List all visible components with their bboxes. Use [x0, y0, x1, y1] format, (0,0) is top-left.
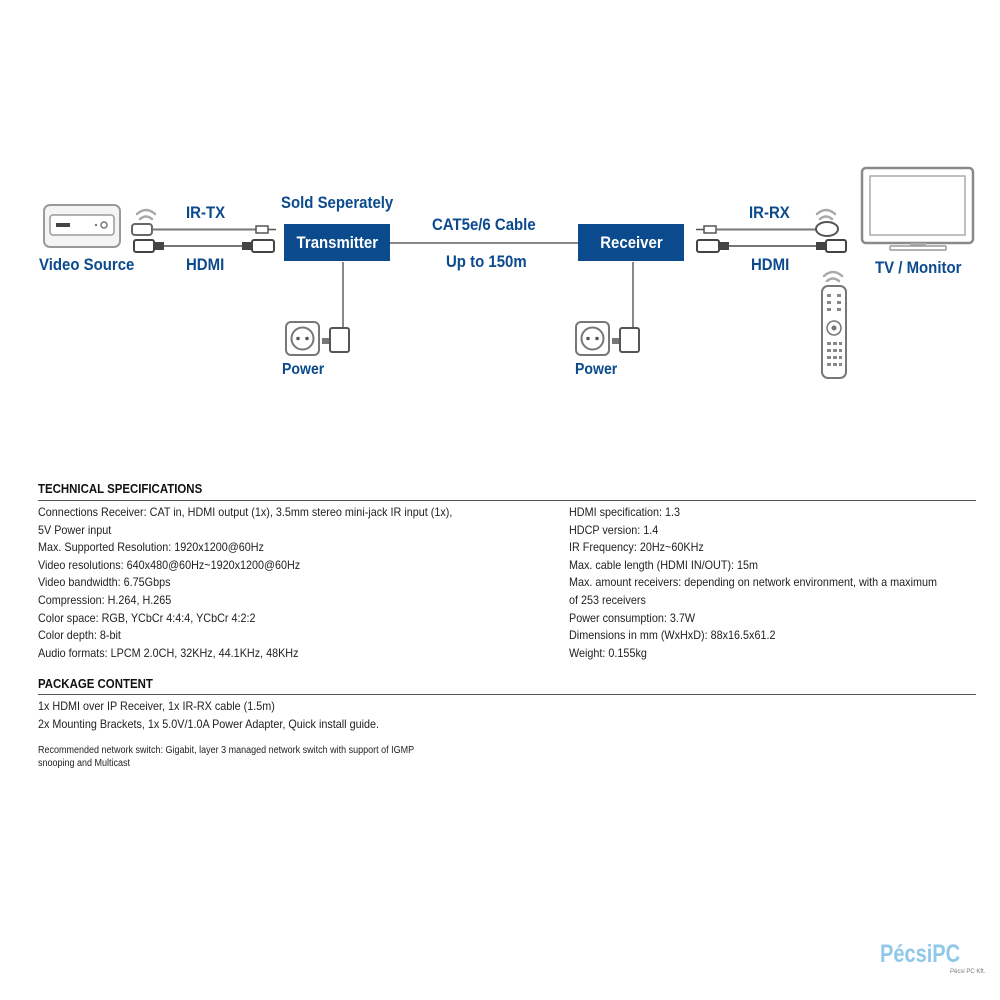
remote-signal-icon [822, 270, 844, 283]
ir-tx-cable-icon [131, 223, 276, 236]
spec-line: Power consumption: 3.7W [569, 610, 696, 625]
spec-line: Max. cable length (HDMI IN/OUT): 15m [569, 557, 759, 572]
spec-line: Color depth: 8-bit [38, 628, 121, 643]
spec-line: Color space: RGB, YCbCr 4:4:4, YCbCr 4:2… [38, 610, 256, 625]
ir-rx-label: IR-RX [749, 203, 790, 222]
receiver-label: Receiver [599, 232, 663, 252]
package-line: 2x Mounting Brackets, 1x 5.0V/1.0A Power… [38, 716, 380, 731]
ir-signal-left-icon [135, 208, 157, 221]
transmitter-label: Transmitter [296, 232, 378, 252]
ir-rx-cable-icon [696, 221, 839, 237]
logo-text: PécsiPC [880, 940, 961, 968]
hdmi-right-label: HDMI [751, 255, 790, 274]
logo-subtext: Pécsi PC Kft. [950, 969, 986, 975]
video-source-device-icon [43, 204, 121, 248]
hdmi-cable-right-icon [696, 239, 847, 253]
spec-line: HDMI specification: 1.3 [569, 505, 681, 519]
note-line: snooping and Multicast [38, 758, 131, 769]
tv-monitor-icon [860, 166, 975, 251]
diagram-graphics [43, 166, 975, 379]
ir-signal-right-icon [815, 208, 837, 221]
remote-control-icon [821, 285, 847, 379]
sold-separately-label: Sold Seperately [281, 193, 394, 212]
spec-line: Audio formats: LPCM 2.0CH, 32KHz, 44.1KH… [38, 645, 299, 660]
video-source-label: Video Source [39, 255, 135, 274]
spec-line: HDCP version: 1.4 [569, 522, 659, 537]
hdmi-left-label: HDMI [186, 255, 225, 274]
cable-label: CAT5e/6 Cable [432, 215, 536, 234]
receiver-box: Receiver [578, 224, 684, 261]
transmitter-box: Transmitter [284, 224, 390, 261]
spec-line: IR Frequency: 20Hz~60KHz [569, 540, 704, 555]
spec-line: Video bandwidth: 6.75Gbps [38, 575, 171, 590]
spec-line: Max. amount receivers: depending on netw… [569, 575, 937, 590]
package-line: 1x HDMI over IP Receiver, 1x IR-RX cable… [38, 699, 275, 713]
power-left-label: Power [282, 361, 325, 378]
pecsipc-logo: PécsiPC Pécsi PC Kft. [880, 940, 985, 976]
network-switch-note: Recommended network switch: Gigabit, lay… [38, 744, 538, 770]
spec-line: Compression: H.264, H.265 [38, 592, 172, 607]
package-divider [38, 694, 976, 695]
spec-line: Connections Receiver: CAT in, HDMI outpu… [38, 505, 453, 519]
spec-line: Max. Supported Resolution: 1920x1200@60H… [38, 540, 264, 555]
technical-divider [38, 500, 976, 501]
spec-list-left: Connections Receiver: CAT in, HDMI outpu… [38, 504, 538, 662]
package-list: 1x HDMI over IP Receiver, 1x IR-RX cable… [38, 698, 538, 733]
package-content-heading: PACKAGE CONTENT [38, 676, 153, 691]
distance-label: Up to 150m [446, 252, 527, 271]
spec-line: Video resolutions: 640x480@60Hz~1920x120… [38, 557, 301, 572]
hdmi-cable-left-icon [133, 239, 275, 253]
connection-diagram: Video Source IR-TX HDMI Sold Seperately … [0, 0, 1000, 470]
receiver-power-icon [575, 262, 640, 356]
spec-line: 5V Power input [38, 522, 112, 537]
spec-line: Dimensions in mm (WxHxD): 88x16.5x61.2 [569, 628, 776, 643]
tv-monitor-label: TV / Monitor [875, 258, 962, 277]
spec-line: of 253 receivers [569, 592, 646, 607]
power-right-label: Power [575, 361, 618, 378]
spec-line: Weight: 0.155kg [569, 645, 647, 660]
technical-specifications-heading: TECHNICAL SPECIFICATIONS [38, 481, 203, 496]
ir-tx-label: IR-TX [186, 203, 226, 222]
transmitter-power-icon [285, 262, 350, 356]
spec-list-right: HDMI specification: 1.3 HDCP version: 1.… [569, 504, 989, 662]
note-line: Recommended network switch: Gigabit, lay… [38, 745, 415, 756]
